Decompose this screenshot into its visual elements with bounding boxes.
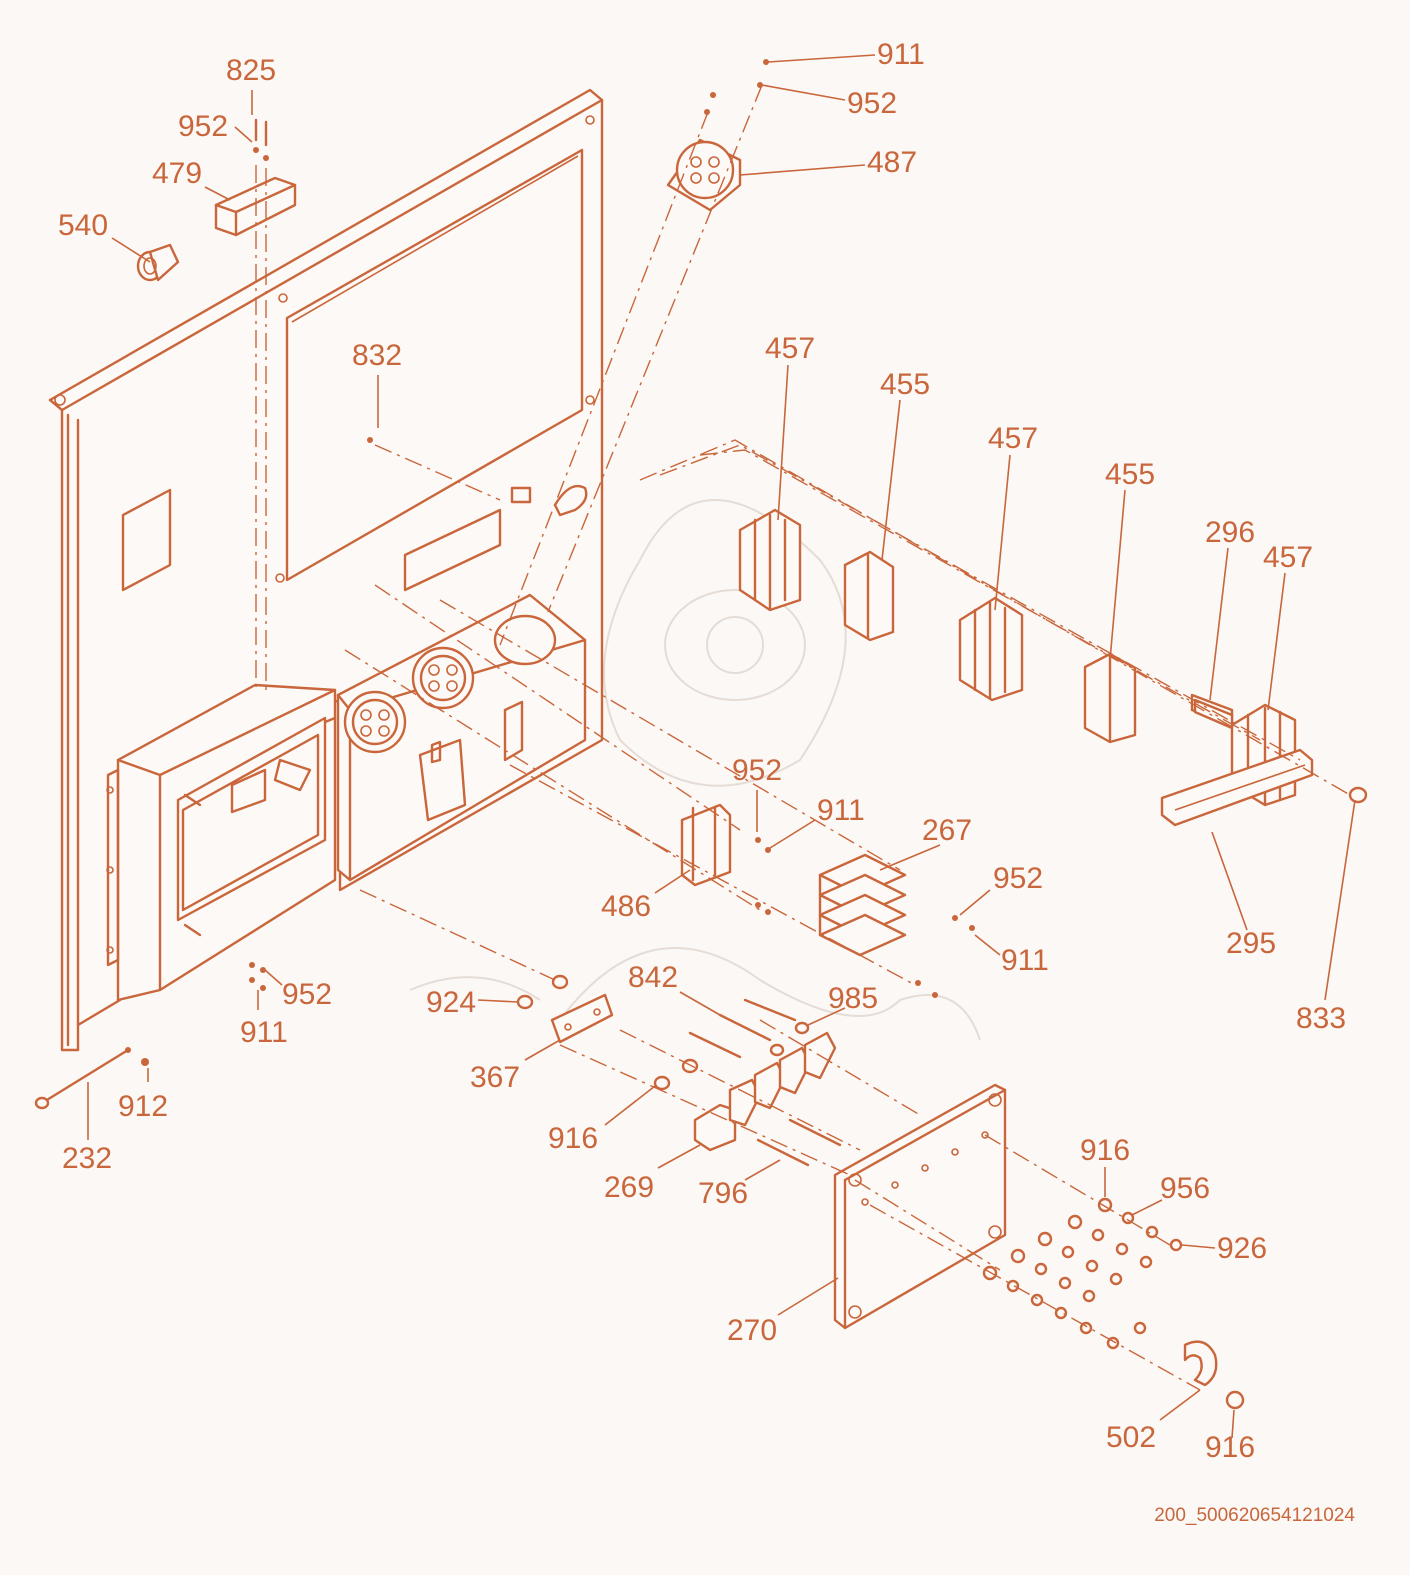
- callout-833: 833: [1296, 1002, 1346, 1035]
- callout-985: 985: [828, 982, 878, 1015]
- callout-367: 367: [470, 1061, 520, 1094]
- callout-916: 916: [1080, 1134, 1130, 1167]
- callout-457: 457: [1263, 541, 1313, 574]
- callout-labels: 825 952 479 540 911 952 487 832 457 455 …: [58, 38, 1346, 1464]
- callout-455: 455: [880, 368, 930, 401]
- heat-sink-267: [818, 853, 975, 998]
- callout-916: 916: [548, 1122, 598, 1155]
- callout-502: 502: [1106, 1421, 1156, 1454]
- callout-952: 952: [732, 754, 782, 787]
- callout-924: 924: [426, 986, 476, 1019]
- callout-479: 479: [152, 157, 202, 190]
- callout-796: 796: [698, 1177, 748, 1210]
- callout-952: 952: [282, 978, 332, 1011]
- nut-rows: [982, 1197, 1245, 1410]
- callout-911: 911: [1001, 944, 1049, 977]
- lower-left-enclosure: [106, 683, 337, 1002]
- cable-gland-and-bracket: [136, 118, 297, 282]
- watermark-mascot: [409, 499, 981, 1041]
- callout-296: 296: [1205, 516, 1255, 549]
- callout-455: 455: [1105, 458, 1155, 491]
- callout-912: 912: [118, 1090, 168, 1123]
- callout-952: 952: [993, 862, 1043, 895]
- callout-486: 486: [601, 890, 651, 923]
- callout-952: 952: [847, 87, 897, 120]
- callout-911: 911: [877, 38, 925, 71]
- drawing-code: 200_500620654121024: [1154, 1505, 1355, 1526]
- busbar-hardware: [516, 974, 842, 1167]
- socket-box: [336, 593, 587, 882]
- callout-911: 911: [817, 794, 865, 827]
- callout-232: 232: [62, 1142, 112, 1175]
- callout-457: 457: [988, 422, 1038, 455]
- callout-267: 267: [922, 814, 972, 847]
- callout-487: 487: [867, 146, 917, 179]
- leader-lines: [87, 54, 1356, 1439]
- callout-911: 911: [240, 1016, 288, 1049]
- callout-926: 926: [1217, 1232, 1267, 1265]
- callout-956: 956: [1160, 1172, 1210, 1205]
- callout-842: 842: [628, 961, 678, 994]
- socket-487: [666, 59, 769, 212]
- callout-270: 270: [727, 1314, 777, 1347]
- terminal-board-270: [833, 1083, 1007, 1330]
- callout-952: 952: [178, 110, 228, 143]
- callout-825: 825: [226, 54, 276, 87]
- callout-457: 457: [765, 332, 815, 365]
- circuit-breakers: [738, 508, 1368, 827]
- bottom-fasteners: [249, 437, 373, 991]
- assembly-lines: [255, 84, 1351, 1391]
- callout-295: 295: [1226, 927, 1276, 960]
- callout-916: 916: [1205, 1431, 1255, 1464]
- callout-540: 540: [58, 209, 108, 242]
- callout-269: 269: [604, 1171, 654, 1204]
- callout-832: 832: [352, 339, 402, 372]
